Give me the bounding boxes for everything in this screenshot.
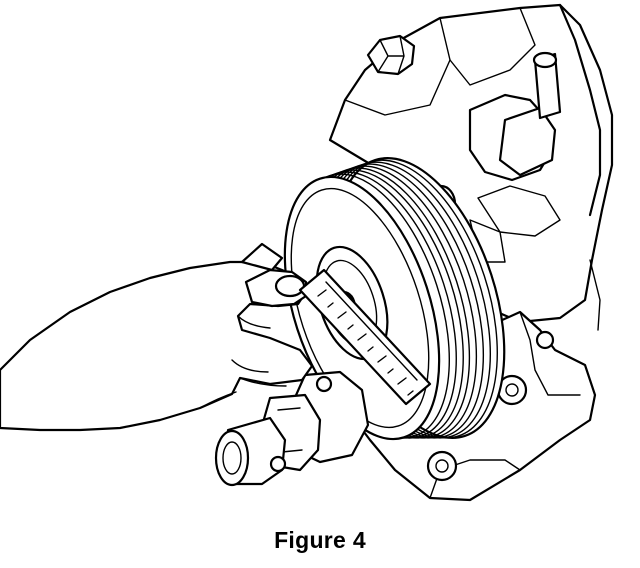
figure-caption: Figure 4 — [274, 527, 366, 553]
hose-fitting-icon — [214, 370, 370, 487]
power-steering-pump-icon — [328, 3, 614, 331]
technical-illustration — [0, 3, 614, 502]
hand-icon — [0, 260, 314, 432]
ruler-icon — [240, 242, 432, 406]
